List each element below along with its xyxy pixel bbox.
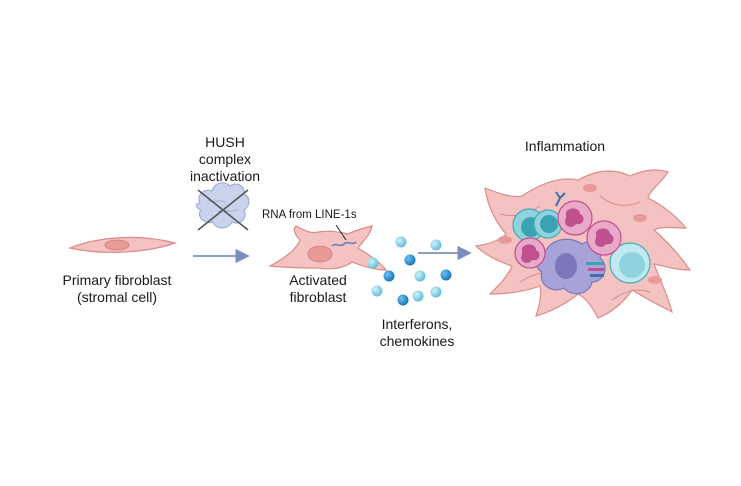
activated-fibroblast-label: Activated fibroblast	[268, 272, 368, 306]
activated-fibroblast-icon	[267, 225, 388, 271]
hush-line-1: HUSH	[205, 134, 245, 150]
inflammation-label: Inflammation	[524, 138, 606, 154]
crossed-out-protein-complex-icon	[195, 182, 250, 231]
rna-strand-icon	[331, 224, 357, 247]
hush-line-3: inactivation	[189, 168, 261, 184]
interferons-label: Interferons, chemokines	[362, 316, 472, 350]
activated-line-1: Activated	[289, 272, 347, 288]
immune-cell-cluster-icon	[474, 169, 692, 319]
primary-fibroblast-label: Primary fibroblast (stromal cell)	[52, 272, 182, 306]
activated-line-2: fibroblast	[289, 289, 347, 305]
primary-fibroblast-line-2: (stromal cell)	[76, 289, 158, 305]
rna-label: RNA from LINE-1s	[262, 209, 357, 221]
interferons-line-2: chemokines	[379, 333, 455, 349]
hush-line-2: complex	[198, 151, 252, 167]
interferons-line-1: Interferons,	[381, 316, 453, 332]
primary-fibroblast-icon	[67, 236, 178, 253]
cytokine-dots-icon	[367, 236, 452, 306]
hush-label: HUSH complex inactivation	[180, 134, 270, 185]
primary-fibroblast-line-1: Primary fibroblast	[62, 272, 172, 288]
